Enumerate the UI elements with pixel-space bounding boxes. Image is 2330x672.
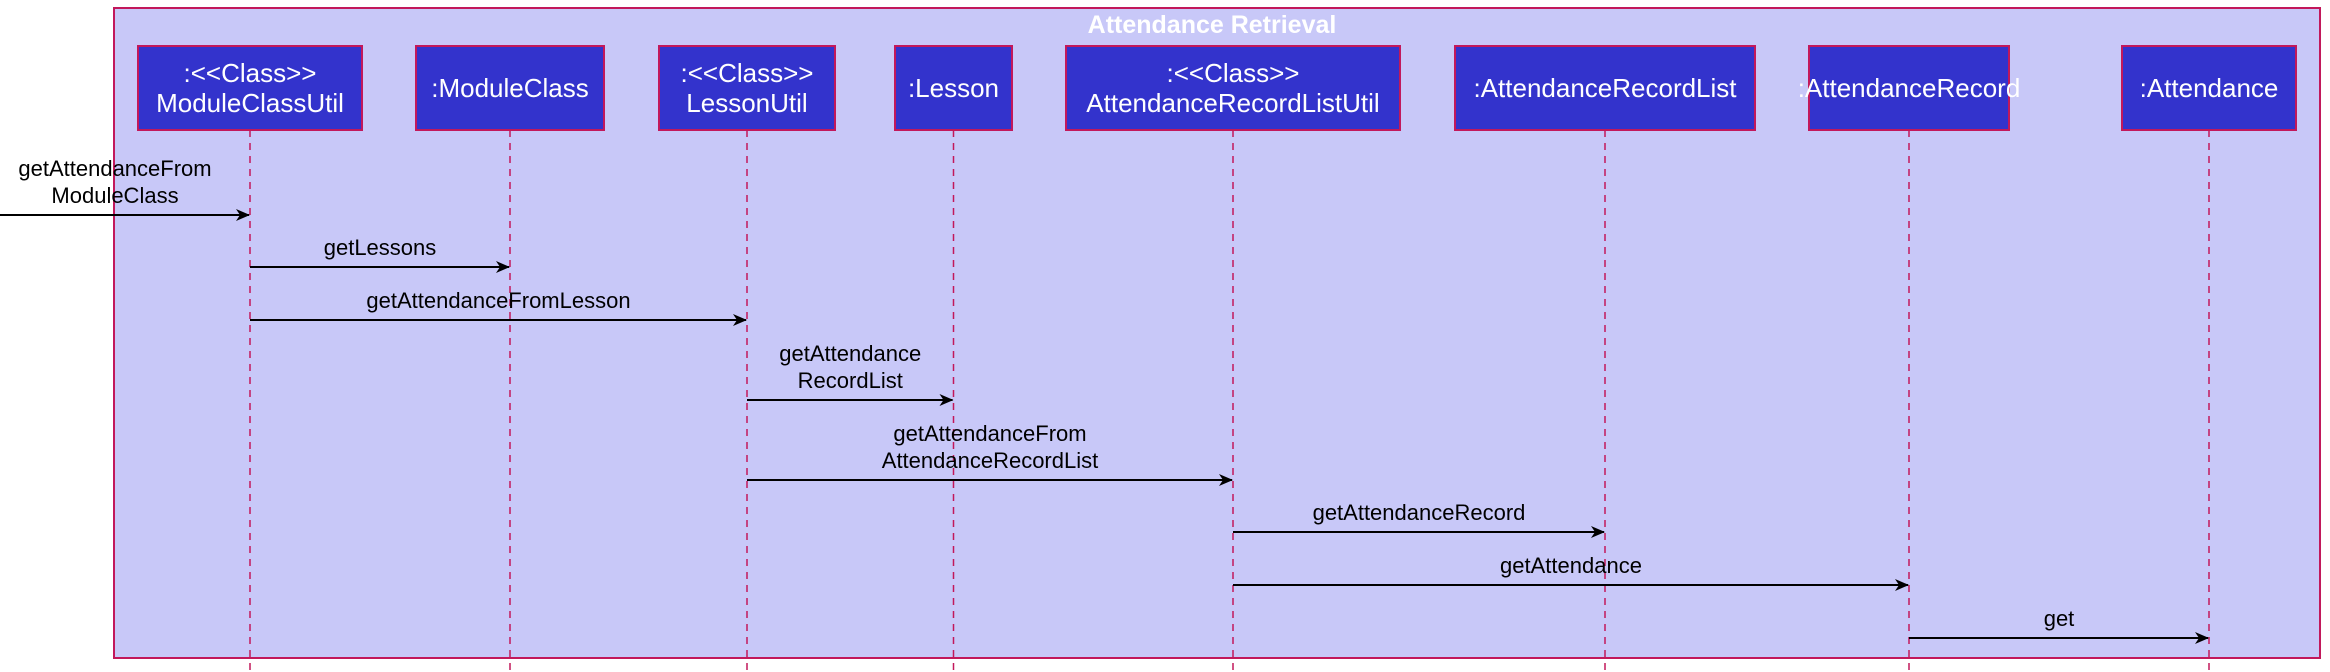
participant-box — [894, 45, 1013, 131]
participant-label: :ModuleClass — [431, 73, 589, 103]
participant-box — [1808, 45, 2010, 131]
participant-module-class: :ModuleClass — [415, 45, 605, 131]
message-label: ModuleClass — [51, 183, 178, 208]
message-label: get — [2044, 606, 2075, 631]
participants: :<<Class>>ModuleClassUtil:ModuleClass:<<… — [137, 45, 2297, 131]
participant-box — [2121, 45, 2297, 131]
participant-label: :Lesson — [908, 73, 999, 103]
participant-label: :Attendance — [2140, 73, 2279, 103]
participant-attendance-record-list-util: :<<Class>>AttendanceRecordListUtil — [1065, 45, 1401, 131]
participant-label: :AttendanceRecordList — [1473, 73, 1737, 103]
message-label: getAttendanceFrom — [893, 421, 1086, 446]
participant-box — [137, 45, 363, 131]
frame-title: Attendance Retrieval — [1088, 11, 1337, 39]
participant-label: ModuleClassUtil — [156, 88, 344, 118]
participant-attendance-record: :AttendanceRecord — [1798, 45, 2021, 131]
message-label: AttendanceRecordList — [882, 448, 1098, 473]
participant-box — [1454, 45, 1756, 131]
message-getattendancefromlesson: getAttendanceFromLesson — [250, 288, 747, 326]
participant-label: AttendanceRecordListUtil — [1086, 88, 1379, 118]
participant-attendance-record-list: :AttendanceRecordList — [1454, 45, 1756, 131]
messages: getAttendanceFromModuleClassgetLessonsge… — [0, 156, 2209, 644]
message-label: getAttendance — [1500, 553, 1642, 578]
message-getattendancerecord: getAttendanceRecord — [1233, 500, 1605, 538]
participant-box — [415, 45, 605, 131]
participant-label: :<<Class>> — [184, 58, 317, 88]
participant-box — [1065, 45, 1401, 131]
participant-module-class-util: :<<Class>>ModuleClassUtil — [137, 45, 363, 131]
participant-lesson: :Lesson — [894, 45, 1013, 131]
message-get: get — [1909, 606, 2209, 644]
participant-label: LessonUtil — [686, 88, 807, 118]
participant-lesson-util: :<<Class>>LessonUtil — [658, 45, 836, 131]
message-getlessons: getLessons — [250, 235, 510, 273]
message-getattendance: getAttendance — [1233, 553, 1909, 591]
message-label: getAttendanceFromLesson — [366, 288, 630, 313]
participant-box — [658, 45, 836, 131]
message-label: getAttendance — [779, 341, 921, 366]
participant-attendance: :Attendance — [2121, 45, 2297, 131]
message-label: getAttendanceRecord — [1313, 500, 1526, 525]
message-label: RecordList — [798, 368, 903, 393]
message-label: getAttendanceFrom — [18, 156, 211, 181]
participant-label: :<<Class>> — [681, 58, 814, 88]
participant-label: :AttendanceRecord — [1798, 73, 2021, 103]
participant-label: :<<Class>> — [1167, 58, 1300, 88]
message-label: getLessons — [324, 235, 437, 260]
